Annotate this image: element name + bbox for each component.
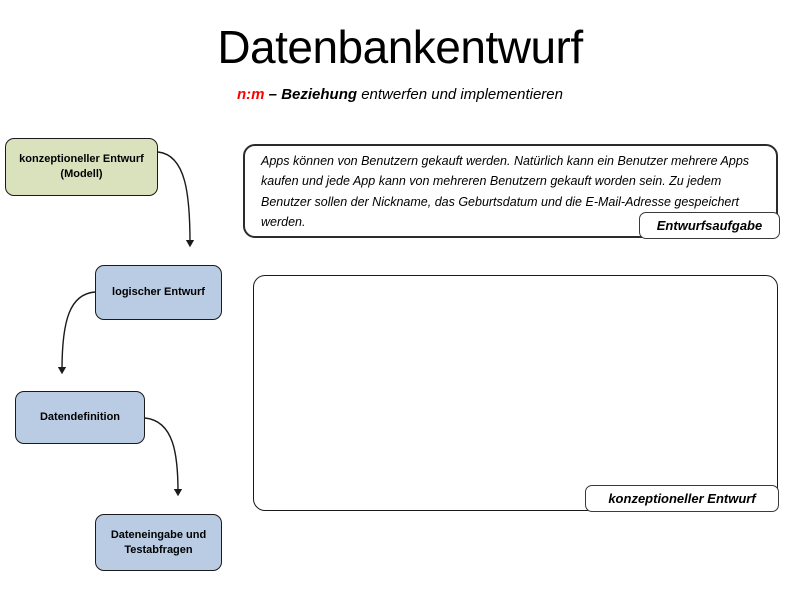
flow-box-dateneingabe-testabfragen[interactable]: Dateneingabe und Testabfragen (95, 514, 222, 571)
flow-box-konzeptioneller-entwurf[interactable]: konzeptioneller Entwurf (Modell) (5, 138, 158, 196)
subtitle-bold: – Beziehung (264, 86, 358, 103)
task-description-text: Apps können von Benutzern gekauft werden… (261, 154, 750, 229)
arrow-logisch-to-datendefinition (57, 291, 96, 375)
flow-box-logischer-entwurf[interactable]: logischer Entwurf (95, 265, 222, 320)
page-subtitle: n:m – Beziehung entwerfen und implementi… (0, 86, 800, 103)
page-title: Datenbankentwurf (217, 21, 583, 73)
subtitle-rest: entwerfen und implementieren (357, 86, 563, 103)
flow-box-datendefinition[interactable]: Datendefinition (15, 391, 145, 444)
arrow-konzept-to-logisch (157, 151, 195, 248)
subtitle-highlight: n:m (237, 86, 265, 103)
conceptual-design-panel[interactable] (253, 275, 778, 511)
task-panel-tab-label: Entwurfsaufgabe (639, 212, 780, 239)
arrow-datendefinition-to-dateneingabe (144, 417, 183, 497)
design-panel-tab-label: konzeptioneller Entwurf (585, 485, 779, 512)
